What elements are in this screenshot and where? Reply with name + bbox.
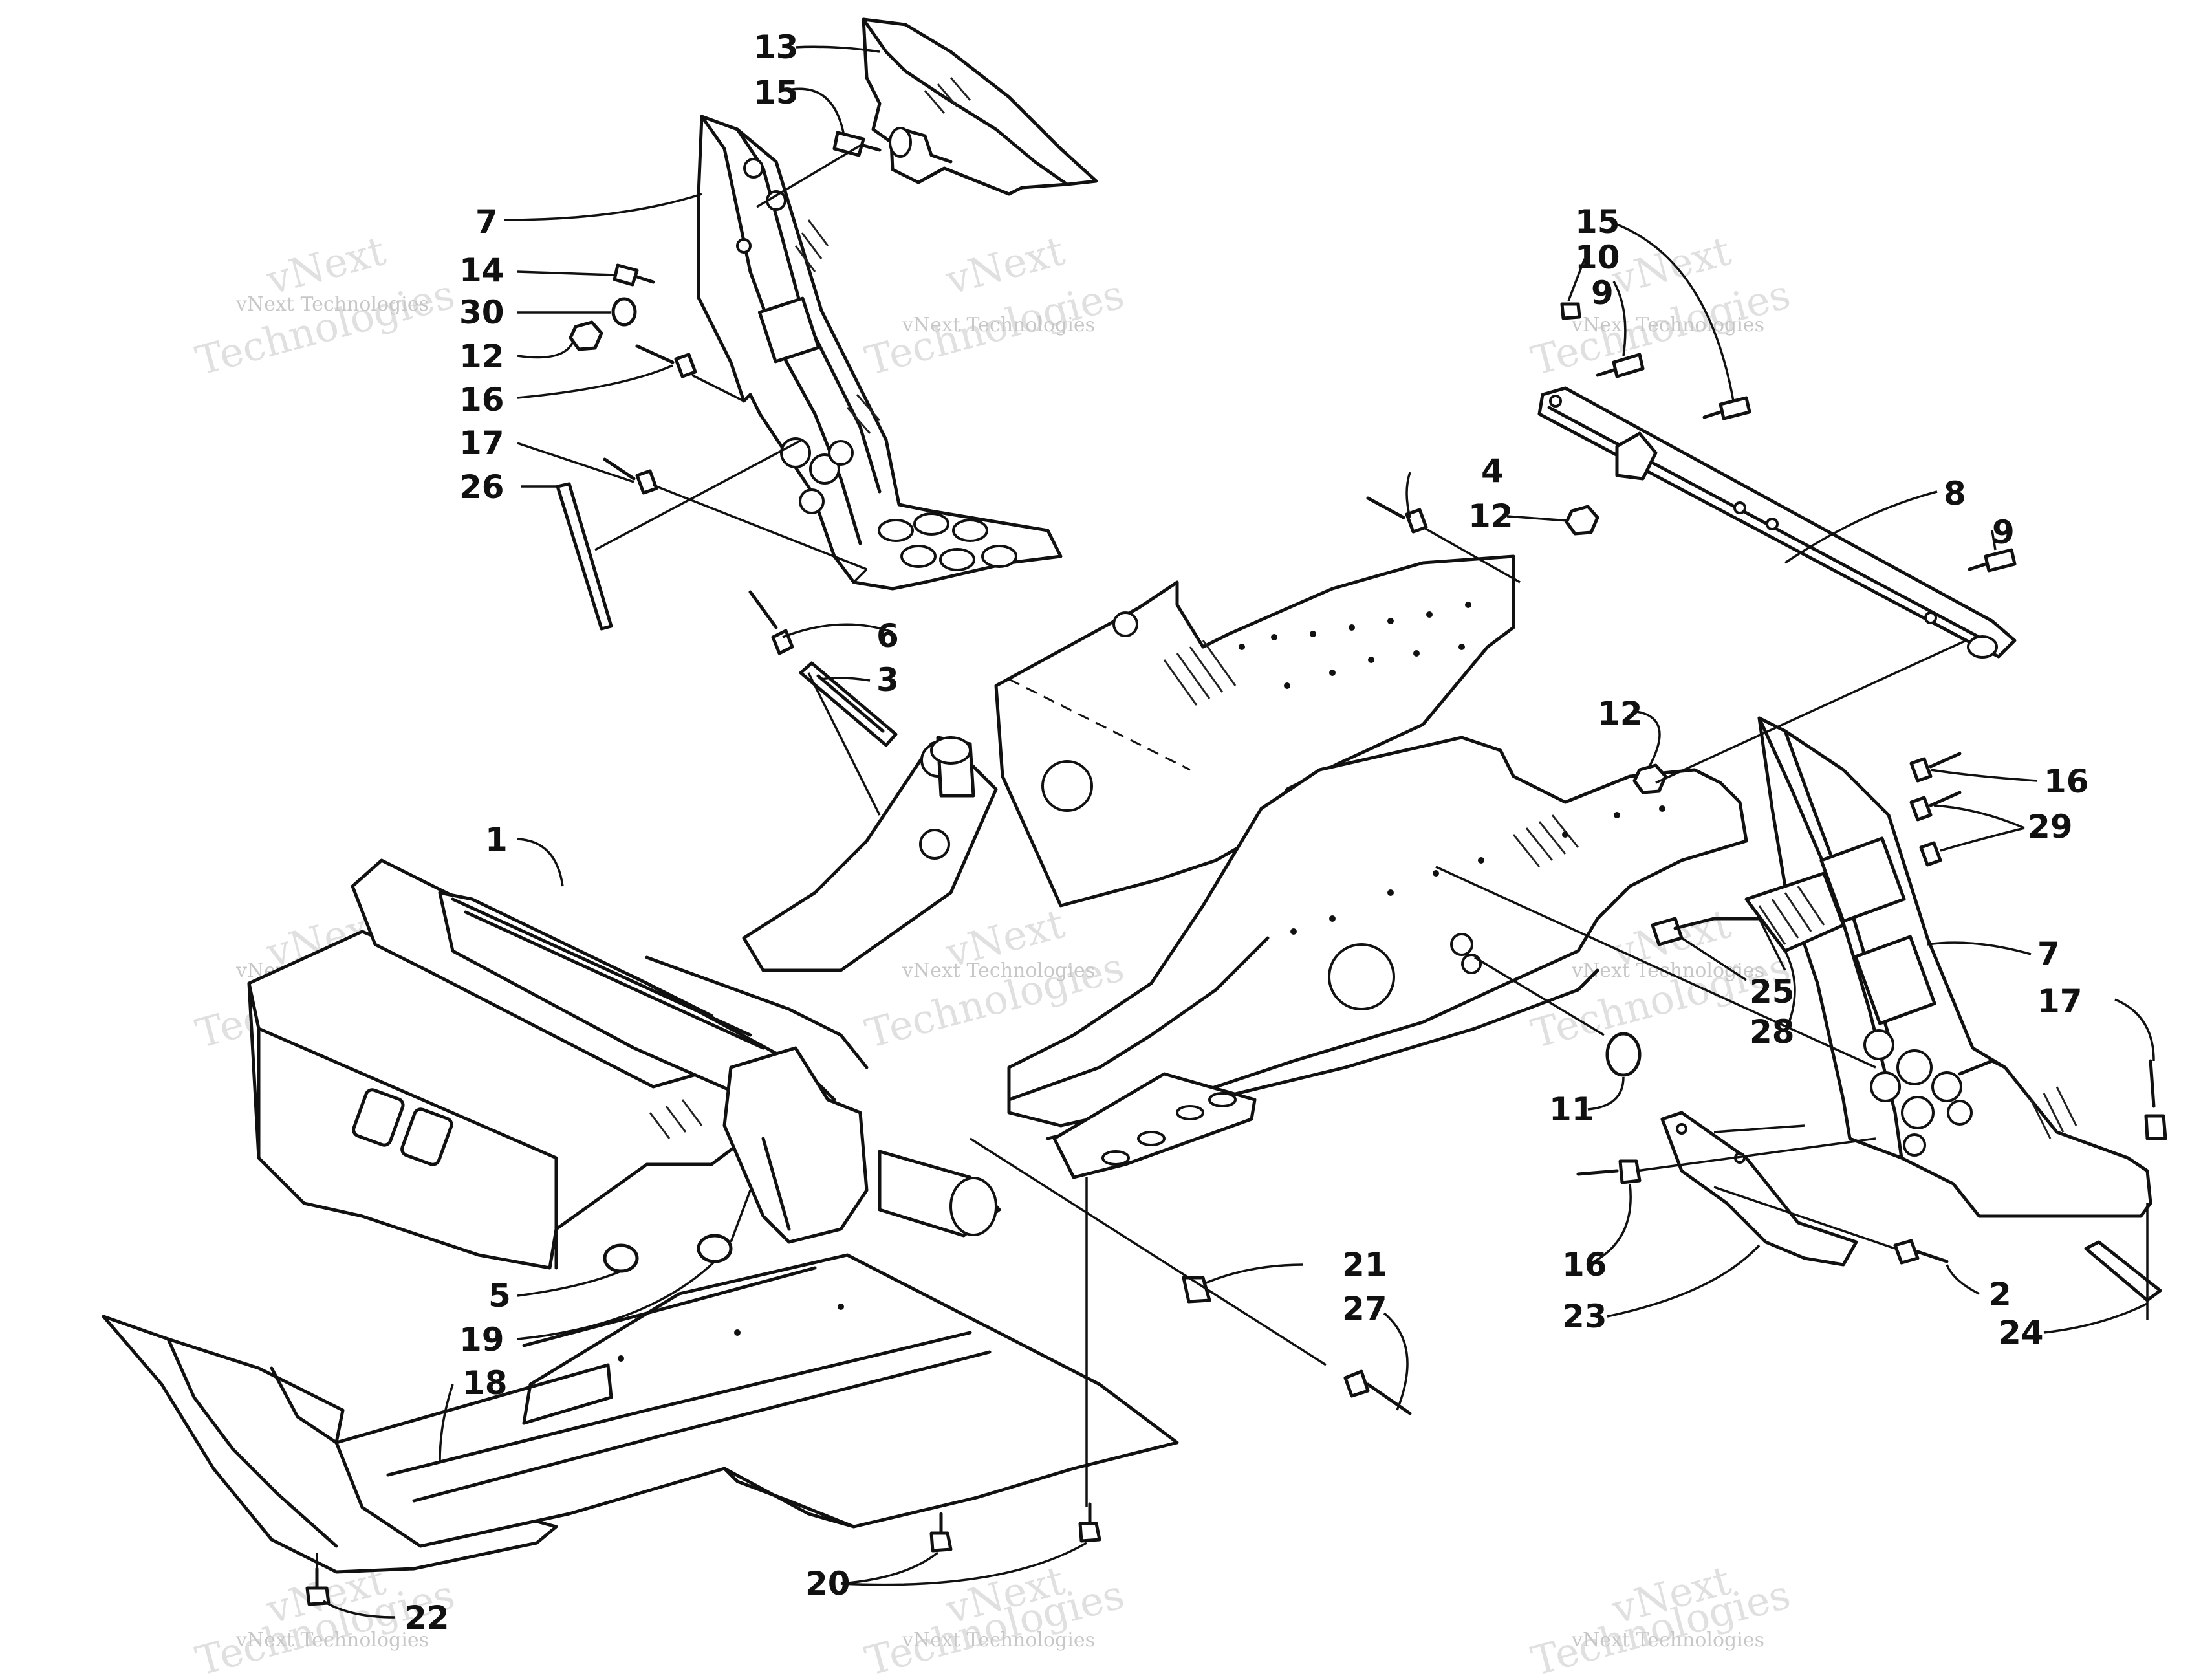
hardware-layer (305, 131, 2167, 1606)
watermark-line2: vNext Technologies (902, 314, 1095, 336)
callout-label: 22 (404, 1599, 450, 1637)
callout-label: 16 (1562, 1246, 1607, 1283)
callout-label: 2 (1989, 1276, 2011, 1313)
callout-label: 12 (1598, 695, 1643, 732)
callout-label: 18 (462, 1364, 508, 1402)
callout-label: 25 (1750, 973, 1795, 1010)
watermark-line2: vNext Technologies (1571, 314, 1764, 336)
callout-label: 27 (1342, 1290, 1387, 1327)
part-small-bracket (2084, 1240, 2162, 1302)
part-slotted-plate (799, 661, 898, 747)
part-rod (556, 482, 613, 631)
callout-label: 21 (1342, 1246, 1387, 1283)
callout-label: 6 (876, 617, 899, 655)
assembly-lines (316, 144, 2149, 1572)
callout-label: 15 (1575, 203, 1620, 241)
part-main-chassis (247, 554, 1748, 1270)
callout-label: 5 (488, 1277, 511, 1315)
part-tie-bar (1537, 386, 2017, 659)
callout-label: 8 (1944, 475, 1966, 512)
callout-label: 4 (1481, 452, 1504, 490)
callout-label: 30 (459, 294, 504, 331)
callout-label: 26 (459, 468, 504, 506)
watermark-bottom-right: vNext vNext Technologies Technologies (1526, 1556, 1795, 1680)
callout-label: 12 (459, 338, 504, 375)
callout-label: 20 (805, 1565, 851, 1602)
callout-label: 24 (1999, 1314, 2044, 1351)
callout-label: 17 (459, 424, 504, 462)
callout-label: 16 (2044, 763, 2089, 800)
callout-label: 9 (1591, 274, 1614, 312)
callout-leaders (323, 45, 2155, 1619)
part-rivet (748, 590, 794, 655)
part-upper-console (862, 17, 1098, 196)
callout-label: 28 (1750, 1013, 1795, 1051)
callout-label: 14 (459, 252, 504, 289)
callout-label: 7 (475, 203, 498, 241)
callout-label: 29 (2028, 808, 2073, 845)
watermark-line2: vNext Technologies (235, 293, 429, 316)
callout-label: 3 (876, 661, 899, 699)
watermark-line2: vNext Technologies (1571, 1629, 1764, 1652)
callout-label: 9 (1992, 514, 2015, 551)
callout-label: 17 (2037, 983, 2083, 1020)
callout-label: 10 (1575, 239, 1620, 276)
watermark-line2: vNext Technologies (235, 1629, 429, 1652)
callout-label: 19 (459, 1321, 504, 1358)
part-steering-support-left (697, 115, 1063, 591)
callout-label: 11 (1549, 1091, 1594, 1128)
callout-label: 15 (754, 74, 799, 111)
part-steering-support-right (1744, 716, 2152, 1218)
part-skid-plate (334, 1253, 1179, 1548)
callout-label: 12 (1468, 497, 1513, 535)
watermark-top-center: vNext vNext Technologies Technologies (860, 227, 1129, 385)
callout-label: 13 (754, 28, 799, 66)
callout-label: 1 (485, 821, 508, 858)
callout-label: 7 (2037, 935, 2060, 973)
callout-label: 23 (1562, 1298, 1607, 1335)
watermark-line2: vNext Technologies (902, 1629, 1095, 1652)
frame-dots (1239, 602, 1665, 935)
callout-labels: 13 15 7 14 30 12 16 17 26 6 3 4 12 15 10… (404, 28, 2089, 1637)
part-bracket-plate (1660, 1111, 1858, 1267)
watermark-line2: vNext Technologies (902, 959, 1095, 982)
callout-label: 16 (459, 381, 504, 419)
watermark-top-left: vNext vNext Technologies Technologies (191, 227, 459, 385)
